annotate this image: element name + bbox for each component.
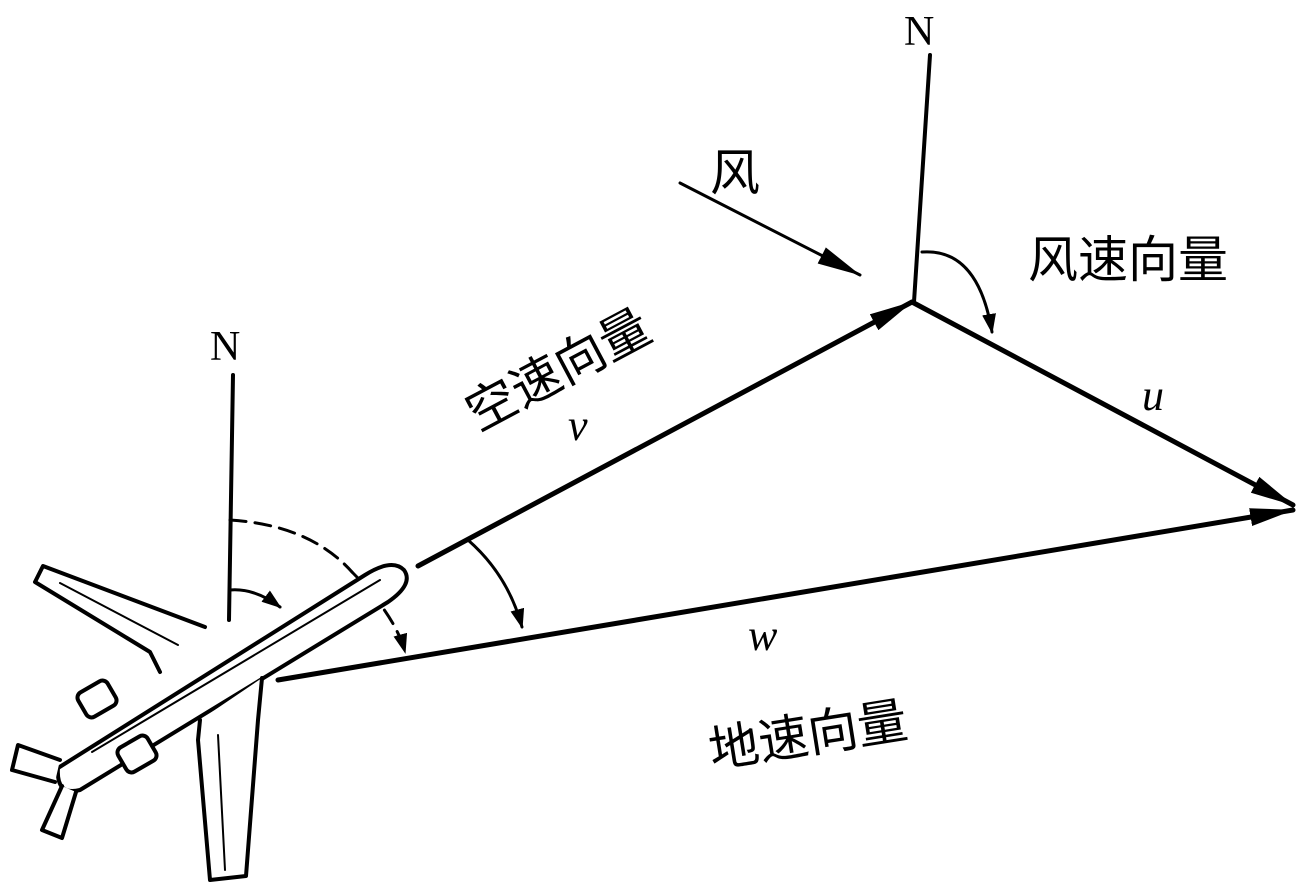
wind-direction-arrow [678, 181, 862, 277]
wind-angle-arc [920, 250, 996, 334]
var-v-label: v [568, 401, 588, 450]
wind-label: 风 [710, 144, 760, 202]
drift-angle-arc [466, 538, 525, 629]
airspeed-vector-arrow [415, 299, 915, 569]
north-label-right: N [904, 9, 934, 55]
north-line-left [227, 373, 235, 622]
north-line-right [912, 53, 932, 304]
airplane-icon [10, 563, 409, 882]
var-w-label: w [748, 611, 778, 660]
airspeed-vector-label: 空速向量 [456, 297, 660, 442]
heading-short-arc [228, 588, 282, 609]
var-u-label: u [1142, 371, 1164, 420]
ground-vector-label: 地速向量 [705, 691, 912, 780]
heading-angle-arc [228, 518, 354, 574]
wind-speed-vector-arrow [909, 299, 1296, 508]
ground-speed-vector-arrow [275, 507, 1296, 683]
north-label-left: N [210, 324, 240, 370]
wind-vector-label: 风速向量 [1028, 231, 1228, 289]
